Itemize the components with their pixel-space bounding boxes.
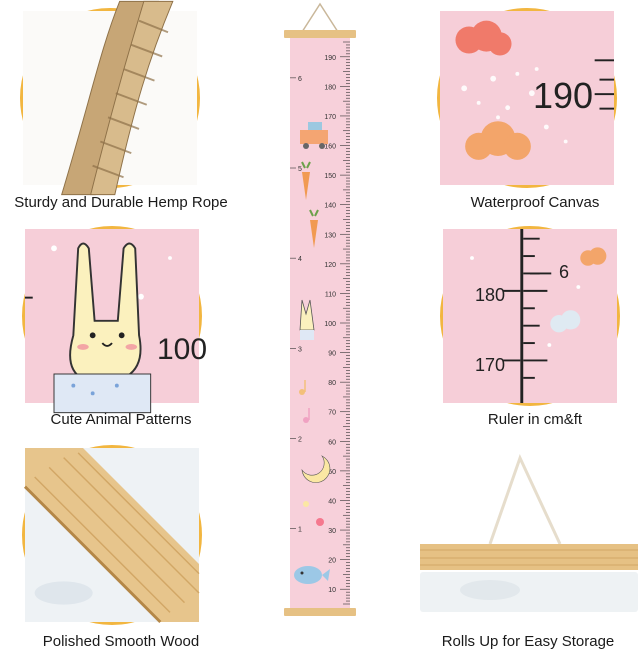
train-icon xyxy=(300,122,328,149)
cm-label: 50 xyxy=(328,469,336,476)
cm-label: 10 xyxy=(328,587,336,594)
ruler-cm-label-bottom: 170 xyxy=(475,355,506,375)
canvas-closeup: 190 xyxy=(437,8,617,188)
caption-rope: Sturdy and Durable Hemp Rope xyxy=(14,194,228,211)
cm-label: 70 xyxy=(328,410,336,417)
moon-icon xyxy=(301,455,331,483)
cm-label: 30 xyxy=(328,528,336,535)
cm-label: 110 xyxy=(325,291,336,298)
ft-label: 2 xyxy=(298,436,302,443)
cm-label: 190 xyxy=(324,55,336,62)
cm-label: 60 xyxy=(328,439,336,446)
bottom-wood-bar xyxy=(284,608,356,616)
top-wood-bar xyxy=(284,30,356,38)
caption-storage: Rolls Up for Easy Storage xyxy=(441,633,615,650)
caption-ruler: Ruler in cm&ft xyxy=(487,411,583,428)
cloud-icon xyxy=(550,310,581,333)
dot-decoration xyxy=(316,518,324,526)
canvas-image xyxy=(440,11,614,185)
cm-label: 150 xyxy=(324,173,336,180)
ruler-labels: 1901801701601501401301201101009080706050… xyxy=(298,55,336,594)
animal-pattern-closeup: 100 xyxy=(22,226,207,414)
animal-number-label: 100 xyxy=(157,333,208,366)
hanging-rope xyxy=(301,2,339,33)
bunny-image xyxy=(25,229,199,414)
cm-label: 40 xyxy=(328,498,336,505)
music-note-icon xyxy=(299,380,306,395)
ft-label: 6 xyxy=(298,76,302,83)
cm-label: 180 xyxy=(324,84,336,91)
ruler-cm-label-top: 180 xyxy=(475,285,506,305)
music-note-icon xyxy=(303,408,310,423)
canvas-number-label: 190 xyxy=(533,75,594,116)
cm-label: 160 xyxy=(324,144,336,151)
cm-label: 170 xyxy=(324,114,336,121)
wood-image xyxy=(23,448,200,624)
cm-label: 120 xyxy=(324,262,336,269)
cloud-icon xyxy=(465,121,531,160)
cm-label: 80 xyxy=(328,380,336,387)
ft-label: 5 xyxy=(298,166,302,173)
ft-label: 1 xyxy=(298,527,302,534)
cloud-icon xyxy=(455,20,512,56)
ruler-closeup: 6 180 170 xyxy=(440,226,620,406)
ruler-image xyxy=(443,229,617,403)
bunny-icon xyxy=(299,299,315,340)
growth-chart: 1901801701601501401301201101009080706050… xyxy=(284,2,356,616)
wood-closeup xyxy=(22,445,202,625)
carrot-icon xyxy=(309,209,319,248)
rolled-storage-image xyxy=(420,454,638,612)
carrot-icon xyxy=(301,161,311,200)
rope-image xyxy=(23,0,197,196)
hanging-rope xyxy=(488,454,562,545)
ft-label: 4 xyxy=(298,256,302,263)
dot-decoration xyxy=(303,501,309,507)
cm-label: 140 xyxy=(324,203,336,210)
caption-wood: Polished Smooth Wood xyxy=(42,633,200,650)
cm-label: 100 xyxy=(324,321,336,328)
ruler-ticks xyxy=(290,41,350,605)
cloud-icon xyxy=(580,247,607,266)
hemp-rope-closeup xyxy=(20,0,200,196)
ft-label: 3 xyxy=(298,346,302,353)
whale-icon xyxy=(294,566,330,584)
caption-animals: Cute Animal Patterns xyxy=(50,411,192,428)
cm-label: 20 xyxy=(328,558,336,565)
ruler-ft-label: 6 xyxy=(559,262,570,282)
cm-label: 90 xyxy=(328,351,336,358)
caption-canvas: Waterproof Canvas xyxy=(470,194,600,211)
cm-label: 130 xyxy=(324,232,336,239)
